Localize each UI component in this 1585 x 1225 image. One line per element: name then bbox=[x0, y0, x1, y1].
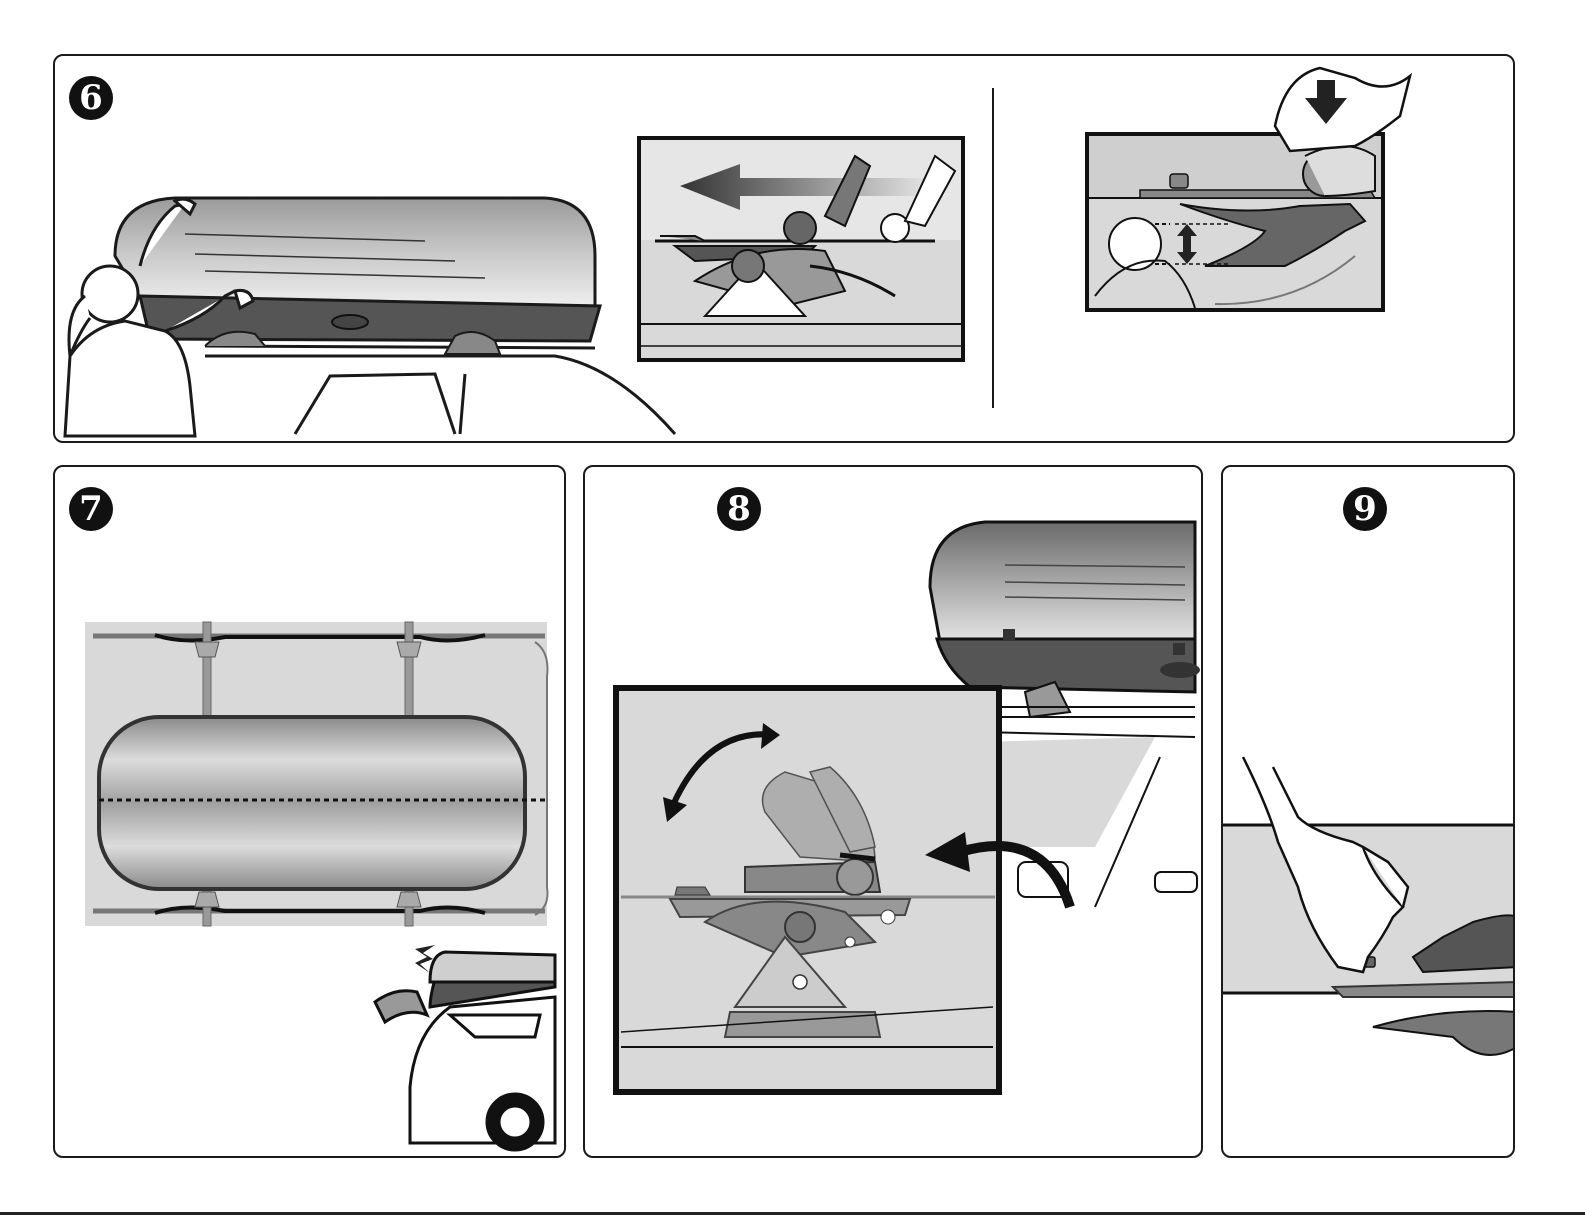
inset-clamp-lever bbox=[616, 688, 1070, 1092]
step-7-illustration bbox=[55, 467, 566, 1158]
step-9-panel: 9 bbox=[1221, 465, 1515, 1158]
hand-press bbox=[1275, 68, 1410, 151]
page-bottom-rule bbox=[0, 1212, 1585, 1215]
step-7-panel: 7 bbox=[53, 465, 566, 1158]
car-rear-view bbox=[375, 952, 555, 1150]
step-8-panel: 8 bbox=[583, 465, 1203, 1158]
step-6-panel: 6 bbox=[53, 54, 1515, 443]
step-8-illustration bbox=[585, 467, 1203, 1158]
car-roof bbox=[205, 346, 675, 434]
step-9-illustration bbox=[1223, 467, 1515, 1158]
inset-clamp-adjust bbox=[1087, 134, 1383, 310]
roof-box-top-view bbox=[99, 717, 525, 889]
step-6-illustration bbox=[55, 56, 1515, 443]
roof-box-side bbox=[930, 522, 1200, 692]
inset-slide-box bbox=[639, 138, 963, 360]
